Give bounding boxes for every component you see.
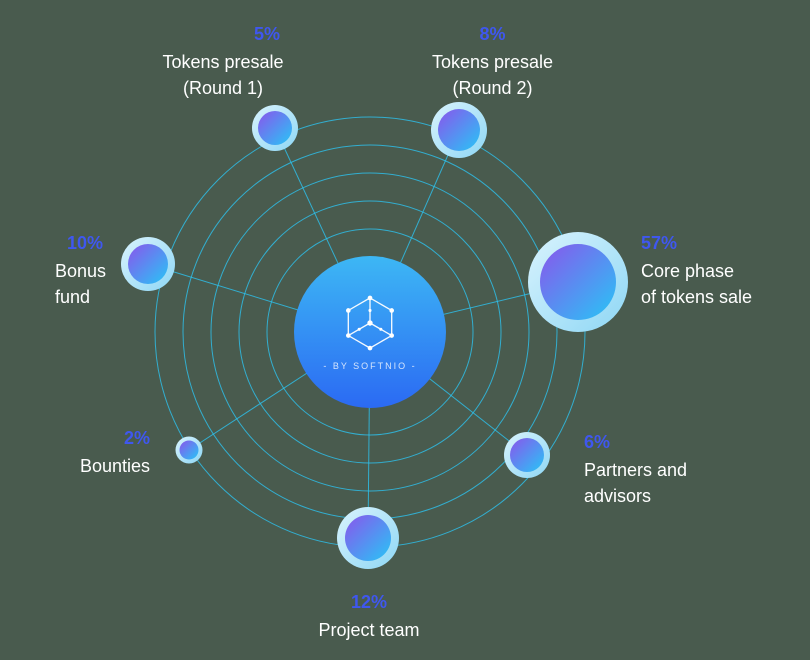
label-project-team: 12% Project team: [289, 589, 449, 643]
percent-value: 57%: [641, 233, 678, 253]
label-bonus-fund: 10% Bonus fund: [55, 230, 155, 310]
node-bubble-core-phase: [528, 232, 628, 332]
percent-value: 5%: [253, 24, 280, 44]
percent-value: 2%: [123, 428, 150, 448]
node-bubble-bounties: [175, 436, 203, 464]
node-bubble-presale-round-1: [252, 105, 298, 151]
label-line: Project team: [318, 620, 420, 640]
label-line: advisors: [584, 486, 652, 506]
label-line: Tokens presale: [162, 52, 284, 72]
node-core: [128, 244, 168, 284]
percent-value: 10%: [67, 233, 104, 253]
node-bubble-partners: [504, 432, 550, 478]
node-core: [540, 244, 616, 320]
orbit-ring: [210, 172, 530, 492]
node-core: [258, 111, 292, 145]
label-line: fund: [55, 287, 91, 307]
node-core: [179, 440, 199, 460]
node-core: [510, 438, 544, 472]
label-line: Tokens presale: [431, 52, 554, 72]
orbit-ring: [238, 200, 502, 464]
node-bubble-project-team: [337, 507, 399, 569]
center-circle: [294, 256, 446, 408]
label-line: (Round 2): [452, 78, 533, 98]
label-partners: 6% Partners and advisors: [584, 429, 714, 509]
node-bubble-presale-round-2: [431, 102, 487, 158]
orbit-ring: [266, 228, 474, 436]
label-line: Partners and: [584, 460, 688, 480]
label-presale-round-2: 8% Tokens presale (Round 2): [410, 21, 575, 101]
node-core: [438, 109, 480, 151]
label-line: Core phase: [641, 261, 735, 281]
label-line: of tokens sale: [641, 287, 753, 307]
percent-value: 12%: [350, 592, 388, 612]
label-presale-round-1: 5% Tokens presale (Round 1): [140, 21, 306, 101]
percent-value: 8%: [479, 24, 506, 44]
label-bounties: 2% Bounties: [60, 425, 150, 479]
label-line: Bounties: [79, 456, 150, 476]
label-core-phase: 57% Core phase of tokens sale: [641, 230, 781, 310]
node-core: [345, 515, 391, 561]
label-line: (Round 1): [182, 78, 264, 98]
node-bubble-bonus-fund: [121, 237, 175, 291]
label-line: Bonus: [55, 261, 107, 281]
percent-value: 6%: [584, 432, 611, 452]
